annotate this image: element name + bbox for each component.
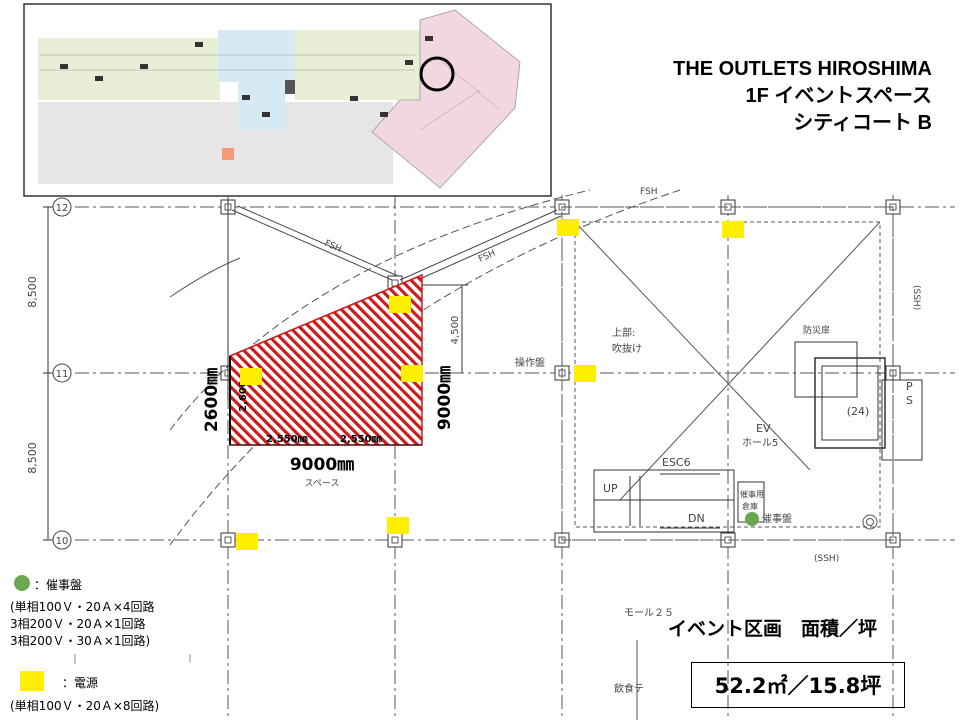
ps-label-s: S — [906, 394, 913, 407]
power-marker — [240, 368, 262, 385]
fsh-label-3: FSH — [640, 187, 658, 197]
grid-label-12: 12 — [56, 203, 69, 214]
event-panel-plan-label: 催事盤 — [762, 512, 792, 525]
mall-label: モール２５ — [624, 608, 674, 619]
inner-dim-left: 2,550㎜ — [266, 434, 308, 445]
dim-4500 — [422, 284, 468, 373]
area-value-box: 52.2㎡／15.8坪 — [691, 662, 905, 708]
legend-power-line-1: (単相100Ｖ・20Ａ×8回路) — [10, 699, 160, 713]
storage-label-1: 催事用 — [740, 489, 764, 499]
power-marker — [722, 221, 744, 238]
ev-label: EV — [756, 422, 771, 435]
power-markers — [236, 219, 744, 550]
legend-panel-line-2: 3相200Ｖ・20Ａ×1回路 — [10, 617, 146, 631]
legend-panel-line-1: (単相100Ｖ・20Ａ×4回路 — [10, 600, 155, 614]
esc-dn-label: DN — [688, 512, 705, 525]
depth-dimension-right: 9000㎜ — [435, 366, 455, 430]
location-highlight-circle — [419, 56, 455, 92]
fire-shutter-label: 防災扉 — [803, 324, 830, 336]
inner-dim-vertical: 2,600 — [238, 380, 249, 412]
power-marker — [557, 219, 579, 236]
esc-label: ESC6 — [662, 456, 691, 469]
escalator — [593, 469, 735, 533]
power-marker — [574, 365, 596, 382]
power-marker — [387, 517, 409, 534]
inner-dim-right: 2,550㎜ — [340, 434, 382, 445]
esc-up-label: UP — [603, 482, 618, 495]
elevator — [794, 341, 923, 461]
legend-panel-label: ：催事盤 — [34, 578, 83, 592]
power-marker — [401, 365, 423, 382]
area-value: 52.2㎡／15.8坪 — [714, 674, 882, 698]
grid-label-11: 11 — [56, 369, 69, 380]
power-marker — [389, 296, 411, 313]
width-dimension: 9000㎜ — [290, 455, 354, 475]
ev-hall-label: ホール5 — [742, 437, 778, 449]
title-line-2: 1F イベントスペース — [745, 85, 933, 107]
storage-label-2: 倉庫 — [742, 501, 758, 511]
control-panel-label: 操作盤 — [515, 356, 545, 369]
space-label: スペース — [305, 479, 340, 489]
minimap-parking — [38, 102, 393, 184]
span-upper-label: 8,500 — [26, 276, 39, 308]
columns — [220, 199, 901, 548]
ssh-bottom-label: (SSH) — [814, 554, 839, 564]
minimap-green-area — [38, 38, 220, 100]
void-label-1: 上部: — [612, 326, 635, 339]
span-lower-label: 8,500 — [26, 442, 39, 474]
legend-power-label: ：電源 — [62, 676, 99, 690]
area-label: イベント区画 面積／坪 — [668, 618, 878, 640]
ssh-right-label: (SSH) — [911, 285, 921, 310]
legend-panel-line-3: 3相200Ｖ・30Ａ×1回路) — [10, 634, 151, 648]
ps-label-p: P — [906, 380, 913, 393]
page-title: THE OUTLETS HIROSHIMA 1F イベントスペース シティコート… — [673, 56, 932, 137]
dim-4500-label: 4,500 — [450, 316, 461, 345]
void-label-2: 吹抜け — [612, 342, 642, 355]
grid-label-10: 10 — [56, 536, 69, 547]
title-line-1: THE OUTLETS HIROSHIMA — [673, 58, 932, 80]
fsh-beams — [231, 205, 562, 287]
minimap-pink-area — [371, 9, 521, 189]
depth-dimension-left: 2600㎜ — [202, 368, 222, 432]
legend-panel-icon — [14, 575, 30, 591]
title-line-3: シティコート B — [793, 112, 932, 134]
grid-bubbles: 12 11 10 — [52, 197, 72, 550]
left-dimension-line — [43, 206, 53, 541]
event-panel-marker — [745, 512, 759, 526]
legend-power-icon — [20, 671, 44, 691]
elevator-number: (24) — [847, 405, 870, 418]
power-marker — [236, 533, 258, 550]
